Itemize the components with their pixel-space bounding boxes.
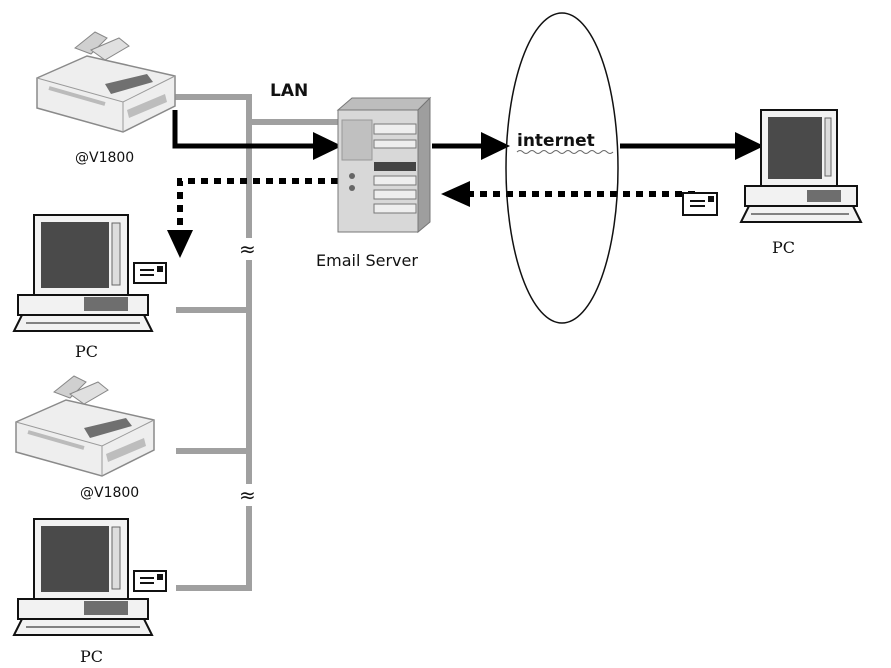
pc-label-local-1: PC <box>75 342 98 361</box>
envelope-icon <box>682 192 718 216</box>
pc-label-local-2: PC <box>80 647 103 666</box>
lan-backbone <box>170 94 340 591</box>
lan-label: LAN <box>270 81 308 101</box>
lan-break-symbol: ≈ <box>239 237 256 261</box>
pc-label-remote: PC <box>772 238 795 257</box>
pc-icon <box>12 214 154 332</box>
internet-underline <box>516 150 614 154</box>
envelope-icon <box>133 570 167 592</box>
server-icon <box>336 96 432 234</box>
lan-break-symbol: ≈ <box>239 483 256 507</box>
arrow-to-internet <box>481 132 510 160</box>
arrow-to-local-pc <box>167 230 193 258</box>
scanner-label: @V1800 <box>75 150 134 166</box>
server-label: Email Server <box>316 251 418 270</box>
scan-path <box>172 110 740 149</box>
email-return-path <box>177 178 700 232</box>
arrow-to-server <box>313 132 342 160</box>
arrow-to-remote-pc <box>735 132 764 160</box>
pc-icon <box>12 518 154 636</box>
scanner-icon <box>15 375 155 477</box>
arrow-to-server-return <box>441 181 470 207</box>
internet-label: internet <box>517 131 595 151</box>
scanner-icon <box>36 31 176 133</box>
envelope-icon <box>133 262 167 284</box>
pc-icon <box>739 109 863 223</box>
scanner-label: @V1800 <box>80 485 139 501</box>
internet-cloud <box>505 12 619 324</box>
